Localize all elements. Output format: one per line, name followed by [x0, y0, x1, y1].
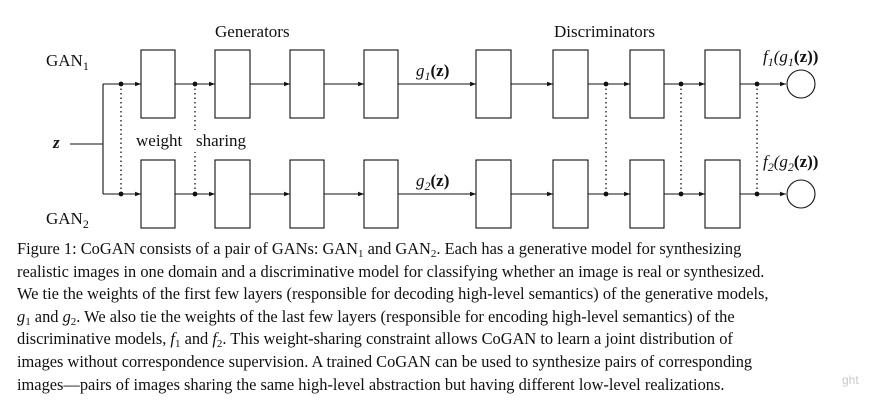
discriminator-2-layer: [629, 159, 665, 229]
generator-2-layer: [289, 159, 325, 229]
discriminator-2-layer: [552, 159, 589, 229]
generator-2-layers: [140, 159, 399, 229]
weight-sharing-dots: [118, 81, 760, 197]
caption-line-5: discriminative models, f1 and f2. This w…: [17, 329, 733, 351]
discriminator-1-layers: [475, 49, 741, 119]
g2-output-label: g2(z): [416, 171, 449, 193]
watermark-text: ght: [842, 373, 859, 387]
generator-2-layer: [214, 159, 251, 229]
discriminator-1-layer: [552, 49, 589, 119]
caption-line-6: images without correspondence supervisio…: [17, 351, 753, 371]
generator-1-layer: [289, 49, 325, 119]
caption-line-4: g1 and g2. We also tie the weights of th…: [17, 306, 735, 328]
generators-label: Generators: [215, 22, 290, 41]
discriminator-1-layer: [704, 49, 741, 119]
discriminator-2-layer: [704, 159, 741, 229]
discriminator-1-layer: [629, 49, 665, 119]
generator-1-layer: [363, 49, 399, 119]
discriminator-2-layer: [475, 159, 512, 229]
g1-output-label: g1(z): [416, 61, 449, 83]
discriminator-2-output-node: [786, 179, 816, 209]
f1-output-label: f1(g1(z)): [763, 47, 818, 69]
generator-1-layer: [140, 49, 176, 119]
weight-sharing-label-a: weight: [136, 131, 183, 150]
caption-line-2: realistic images in one domain and a dis…: [17, 261, 765, 281]
discriminators-label: Discriminators: [554, 22, 655, 41]
caption-line-7: images—pairs of images sharing the same …: [17, 374, 725, 394]
generator-2-layer: [363, 159, 399, 229]
generator-2-layer: [140, 159, 176, 229]
caption-line-3: We tie the weights of the first few laye…: [17, 284, 769, 304]
discriminator-1-layer: [475, 49, 512, 119]
z-input-connector: [70, 84, 104, 194]
f2-output-label: f2(g2(z)): [763, 152, 818, 174]
z-input-label: z: [52, 133, 60, 152]
generator-1-layers: [140, 49, 399, 119]
gan1-label: GAN1: [46, 51, 89, 73]
discriminator-1-output-node: [786, 69, 816, 99]
cogan-diagram: Generators Discriminators GAN1 GAN2 z: [46, 22, 818, 231]
caption-line-1: Figure 1: CoGAN consists of a pair of GA…: [17, 239, 742, 260]
discriminator-2-layers: [475, 159, 741, 229]
generator-1-layer: [214, 49, 251, 119]
figure-caption: Figure 1: CoGAN consists of a pair of GA…: [17, 238, 863, 396]
gan2-label: GAN2: [46, 209, 89, 231]
weight-sharing-label-b: sharing: [196, 131, 247, 150]
